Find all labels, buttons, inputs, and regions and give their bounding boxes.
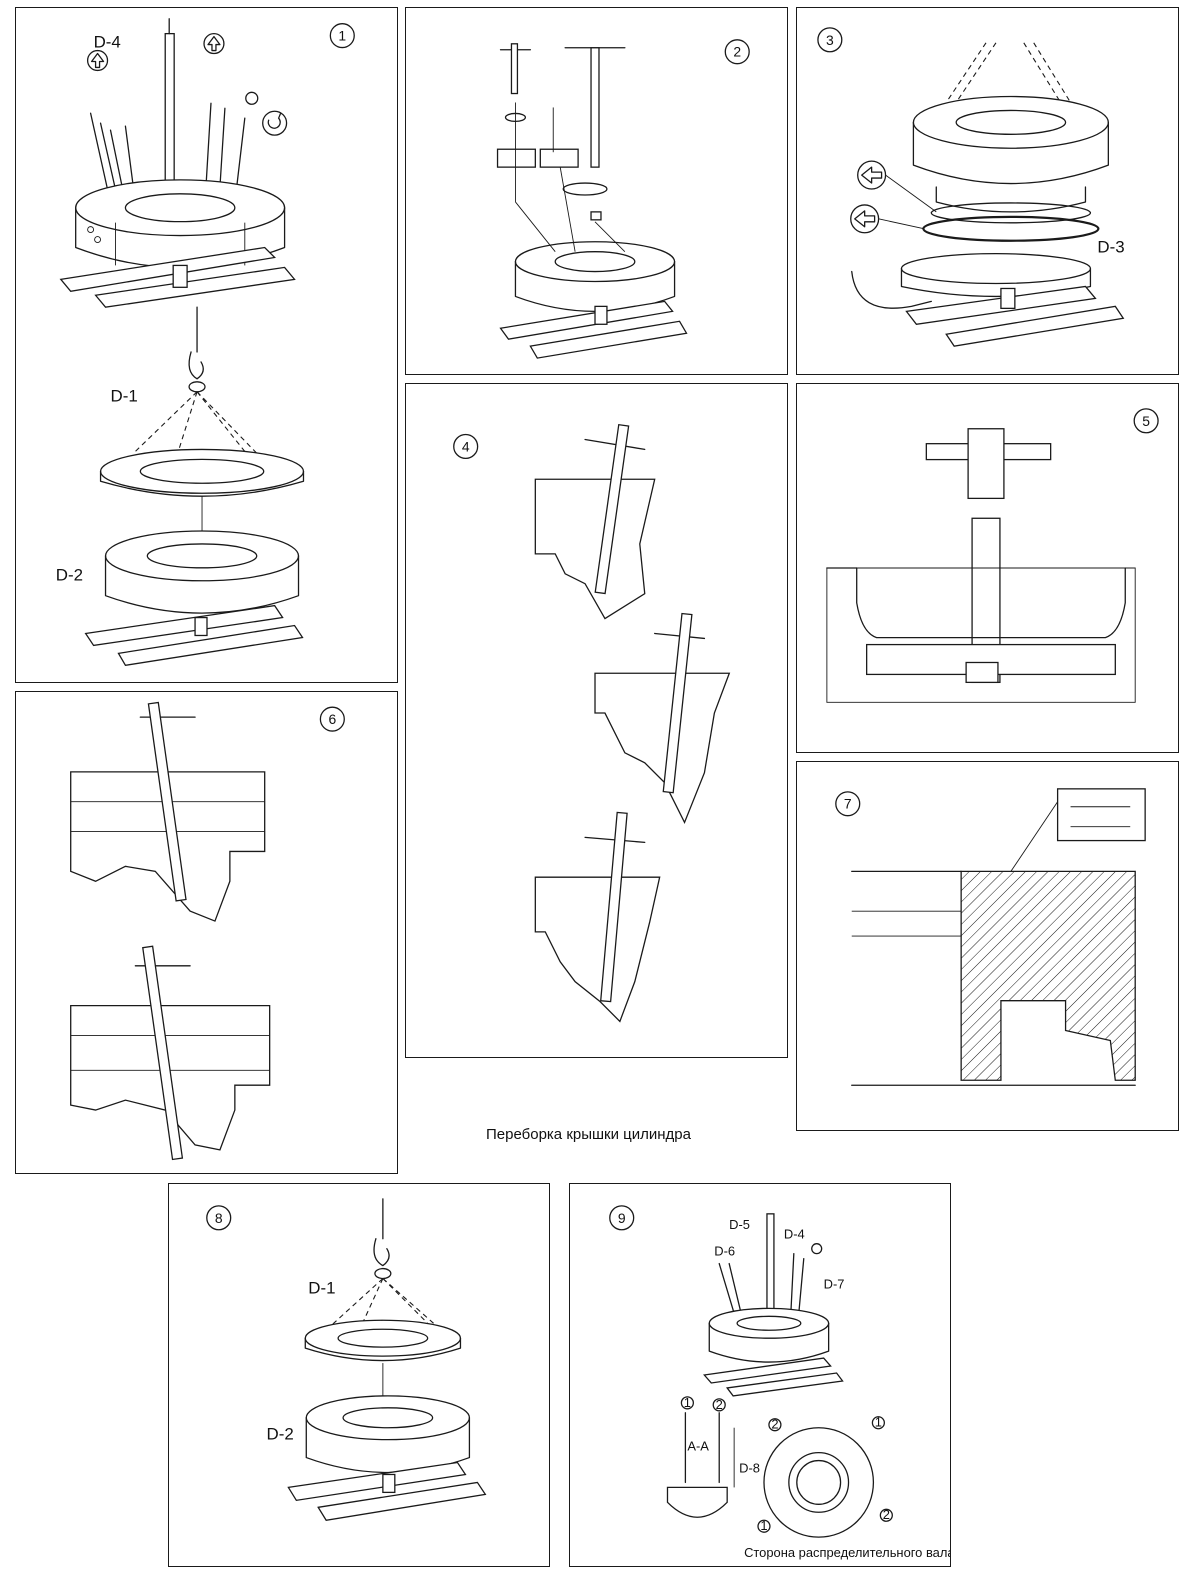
step-number: 2 (733, 44, 741, 60)
arrow-left-icon (850, 160, 937, 234)
wooden-support-beams (499, 300, 688, 359)
marker-2-bottom: 2 (883, 1507, 890, 1522)
flange-top-view: 2 1 1 2 (757, 1415, 893, 1538)
lifting-hook (134, 306, 266, 462)
wooden-support-beams (287, 1461, 487, 1521)
section-view-upper (534, 423, 656, 620)
cylinder-cover (708, 1307, 830, 1363)
panel-6-drawing: 6 (70, 701, 345, 1161)
step-number: 8 (215, 1210, 223, 1226)
cover-cross-section (851, 870, 1136, 1086)
step-number: 7 (844, 796, 852, 812)
cylinder-cover-lower (104, 530, 300, 614)
tap-wrench-tool (499, 43, 626, 221)
label-d7: D-7 (824, 1276, 845, 1291)
section-view-lower (70, 945, 271, 1161)
label-d2: D-2 (56, 566, 83, 585)
panel-2-drawing: 2 (496, 39, 750, 359)
panel-8-drawing: 8 D-1 D-2 (206, 1198, 487, 1521)
removal-arrow (851, 270, 932, 309)
detail-inset (1010, 788, 1146, 872)
bore-section (826, 567, 1136, 703)
label-d8: D-8 (739, 1460, 760, 1475)
label-a-a: A-A (687, 1439, 709, 1454)
step-number: 6 (328, 711, 336, 727)
panel-step-4: 4 (405, 383, 788, 1058)
panel-step-6: 6 (15, 691, 398, 1174)
panel-7-drawing: 7 (835, 788, 1146, 1086)
o-ring-seals (922, 202, 1100, 242)
camshaft-side-note: Сторона распределительного вала (744, 1545, 950, 1560)
step-number: 3 (826, 32, 834, 48)
label-d3: D-3 (1097, 238, 1124, 257)
marker-1: 1 (684, 1395, 691, 1410)
figure-caption: Переборка крышки цилиндра (486, 1126, 691, 1143)
label-d1: D-1 (308, 1278, 335, 1297)
nut-parts (496, 102, 579, 202)
lifting-ring-plate (304, 1319, 462, 1362)
section-a-a: 1 2 A-A D-8 (666, 1395, 760, 1518)
panel-step-5: 5 (796, 383, 1179, 753)
lifting-ring-plate (99, 448, 305, 497)
marker-2-top: 2 (771, 1417, 778, 1432)
label-d2: D-2 (266, 1425, 293, 1444)
panel-step-7: 7 (796, 761, 1179, 1131)
wooden-support-beams-lower (84, 604, 304, 667)
panel-1-drawing: 1 D-4 (56, 18, 355, 667)
marker-1-bottom: 1 (760, 1518, 767, 1533)
panel-step-2: 2 (405, 7, 788, 375)
cylinder-cover-raised (912, 95, 1109, 213)
label-d5: D-5 (729, 1217, 750, 1232)
wooden-support-beams (59, 246, 296, 308)
label-d1: D-1 (111, 387, 138, 406)
section-view-lower (534, 811, 661, 1023)
marker-1-top: 1 (875, 1415, 882, 1430)
marker-2: 2 (716, 1397, 723, 1412)
panel-step-8: 8 D-1 D-2 (168, 1183, 550, 1567)
panel-step-3: 3 D-3 (796, 7, 1179, 375)
cylinder-cover (514, 167, 676, 312)
step-number: 9 (618, 1210, 626, 1226)
label-d4: D-4 (94, 33, 121, 52)
arrow-up-icon (86, 32, 225, 72)
panel-5-drawing: 5 (826, 408, 1159, 703)
rotate-icon (245, 91, 288, 136)
step-number: 1 (338, 28, 346, 44)
step-number: 5 (1142, 413, 1150, 429)
lifting-cables (945, 42, 1072, 103)
cylinder-cover (305, 1395, 471, 1474)
panel-step-1: 1 D-4 (15, 7, 398, 683)
panel-9-drawing: 9 D-5 D-4 D-6 D-7 1 2 (609, 1205, 950, 1560)
section-view-middle (594, 612, 731, 825)
lifting-hook (327, 1198, 443, 1334)
tool-rods (718, 1213, 823, 1314)
panel-3-drawing: 3 D-3 (817, 27, 1125, 347)
panel-4-drawing: 4 (453, 423, 731, 1023)
panel-step-9: 9 D-5 D-4 D-6 D-7 1 2 (569, 1183, 951, 1567)
label-d6: D-6 (714, 1244, 735, 1259)
wooden-support-beams (703, 1357, 844, 1397)
step-number: 4 (462, 438, 470, 454)
wooden-support-beams (905, 285, 1125, 347)
section-view-upper (70, 701, 266, 922)
label-d4: D-4 (784, 1227, 805, 1242)
